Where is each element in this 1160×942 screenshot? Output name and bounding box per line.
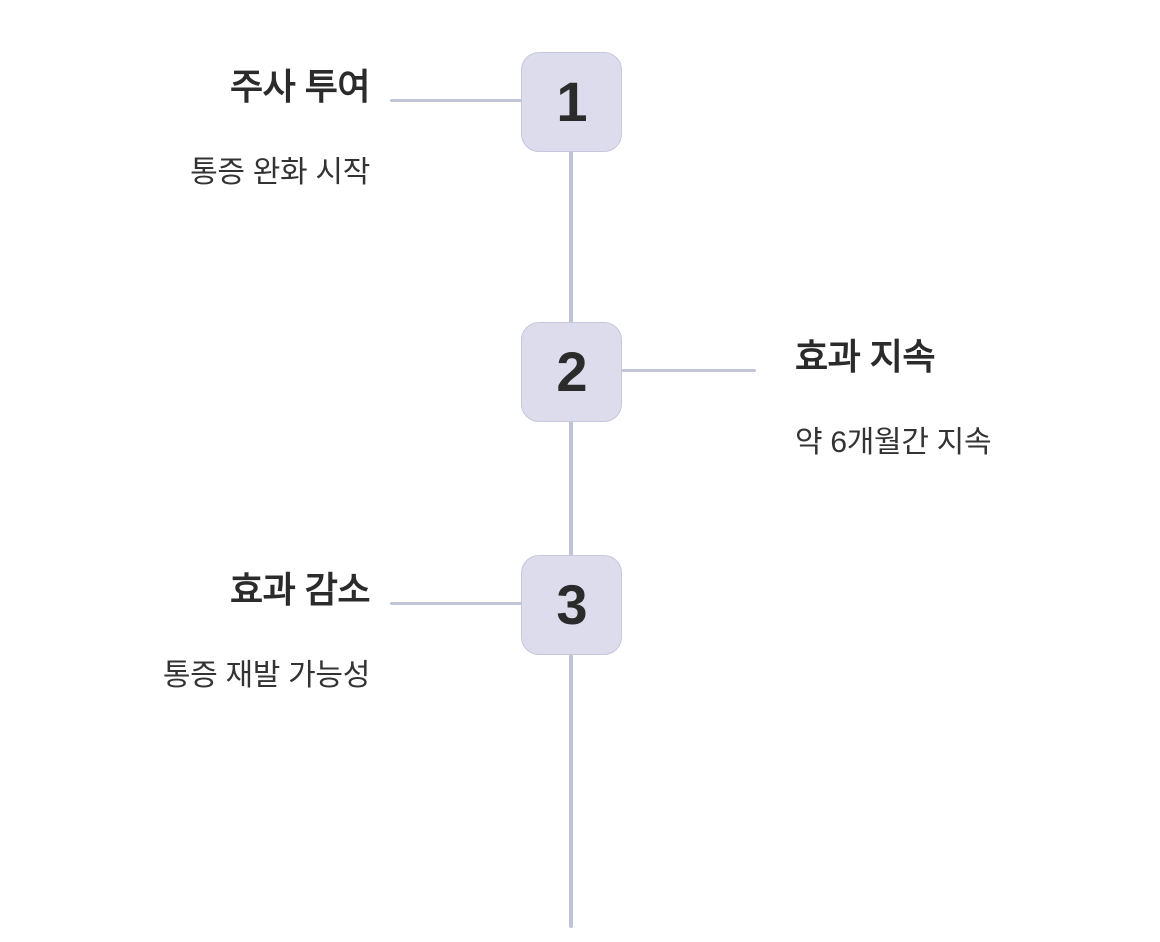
step-3-number: 3 <box>556 573 587 636</box>
step-3-badge[interactable]: 3 <box>521 555 622 655</box>
timeline-spine <box>569 52 573 928</box>
step-3-content: 효과 감소 통증 재발 가능성 <box>120 567 371 702</box>
step-2-description: 약 6개월간 지속 <box>795 426 992 459</box>
step-1-connector <box>390 99 524 102</box>
step-3-connector <box>390 602 524 605</box>
step-2-connector <box>620 369 756 372</box>
step-1-description: 통증 완화 시작 <box>190 156 370 189</box>
step-1-number: 1 <box>556 70 587 133</box>
step-1-content: 주사 투여 통증 완화 시작 <box>120 64 370 199</box>
step-2-content: 효과 지속 약 6개월간 지속 <box>795 334 1045 469</box>
step-3-title: 효과 감소 <box>230 569 370 610</box>
step-2-badge[interactable]: 2 <box>521 322 622 422</box>
step-1-title: 주사 투여 <box>230 66 370 107</box>
step-3-description: 통증 재발 가능성 <box>162 659 370 692</box>
step-2-title: 효과 지속 <box>795 336 935 377</box>
step-1-badge[interactable]: 1 <box>521 52 622 152</box>
step-2-number: 2 <box>556 340 587 403</box>
